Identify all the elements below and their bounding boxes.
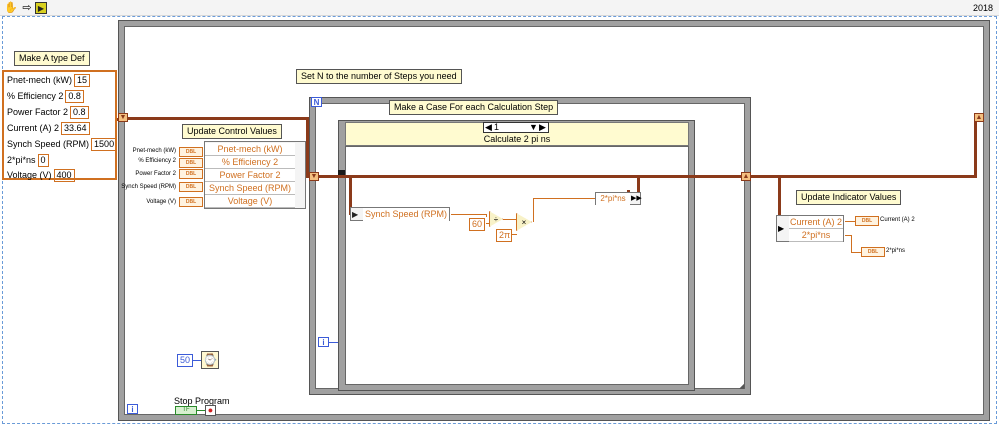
terminal-label: Voltage (V) — [146, 199, 176, 205]
resize-handle-icon[interactable]: ◢ — [739, 383, 745, 390]
block-diagram-canvas — [2, 16, 997, 424]
wire[interactable] — [533, 198, 534, 222]
unbundle-by-name-indicators[interactable]: ▶ Current (A) 2 2*pi*ns — [776, 215, 844, 242]
shift-register-right[interactable]: ▲ — [974, 113, 984, 122]
bundle-row: Voltage (V) — [205, 195, 295, 208]
dbl-control-terminal[interactable]: DBL — [179, 182, 203, 192]
indicator-label: 2*pi*ns — [886, 248, 906, 254]
arrow-icon[interactable]: ⇨ — [22, 2, 32, 14]
wire[interactable] — [319, 175, 349, 178]
wire[interactable] — [512, 234, 517, 235]
terminal-label: Pnet-mech (kW) — [132, 148, 176, 154]
wire[interactable] — [329, 342, 341, 343]
indicator-label: Current (A) 2 — [880, 217, 915, 223]
make-case-label: Make a Case For each Calculation Step — [389, 100, 559, 115]
wire[interactable] — [851, 252, 861, 253]
wire[interactable] — [503, 219, 517, 220]
dbl-control-terminal[interactable]: DBL — [179, 169, 203, 179]
wire[interactable] — [486, 223, 490, 224]
loop-count-terminal[interactable]: N — [311, 97, 322, 107]
wire[interactable] — [851, 235, 852, 252]
case-selector-terminal — [338, 170, 345, 178]
wire[interactable] — [751, 175, 976, 178]
unbundle-by-name[interactable]: ▶ Synch Speed (RPM) — [350, 207, 450, 221]
unbundle-row: 2*pi*ns — [789, 229, 843, 242]
case-header — [345, 122, 689, 146]
shift-register-tunnel[interactable]: ▼ — [309, 172, 319, 181]
unbundle-row: Current (A) 2 — [789, 216, 843, 229]
bundle-handle-icon: ▶▶ — [631, 195, 642, 202]
wire[interactable] — [845, 235, 851, 236]
toolbar: ✋ ⇨ ▶ 2018 — [0, 0, 999, 16]
wire[interactable] — [637, 175, 640, 199]
wire[interactable] — [193, 360, 201, 361]
iteration-terminal: i — [318, 337, 329, 347]
terminal-label: Synch Speed (RPM) — [121, 184, 176, 190]
bundle-by-name-inner[interactable]: 2*pi*ns ▶▶ — [595, 192, 642, 206]
shift-register-left[interactable]: ▼ — [118, 113, 128, 122]
wire[interactable] — [345, 175, 637, 178]
bundle-row: 2*pi*ns — [596, 193, 630, 206]
while-iteration-terminal: i — [127, 404, 138, 414]
dbl-control-terminal[interactable]: DBL — [179, 197, 203, 207]
wire[interactable] — [349, 175, 352, 215]
wire[interactable] — [845, 221, 855, 222]
hand-icon[interactable]: ✋ — [4, 2, 18, 14]
wait-ms-constant[interactable]: 50 — [177, 354, 193, 367]
wait-icon[interactable]: ⌚ — [201, 351, 219, 369]
bundle-row: % Efficiency 2 — [205, 156, 295, 169]
stop-condition-icon[interactable]: ● — [205, 405, 216, 416]
stop-program-label: Stop Program — [174, 396, 230, 406]
wire[interactable] — [117, 118, 118, 121]
case-decrement-icon[interactable]: ◀ — [485, 122, 492, 132]
wire[interactable] — [306, 117, 309, 178]
terminal-label: % Efficiency 2 — [138, 158, 176, 164]
wire[interactable] — [197, 410, 205, 411]
cluster-row: Voltage (V)400 — [7, 169, 75, 182]
dbl-control-terminal[interactable]: DBL — [179, 158, 203, 168]
case-name: Calculate 2 pi ns — [483, 134, 551, 144]
wire[interactable] — [486, 214, 487, 217]
constant-60[interactable]: 60 — [469, 218, 485, 231]
case-selector[interactable]: ◀ 1 ▼ ▶ — [483, 122, 549, 133]
dbl-indicator-terminal[interactable]: DBL — [861, 247, 885, 257]
dbl-indicator-terminal[interactable]: DBL — [855, 216, 879, 226]
wire[interactable] — [451, 214, 486, 215]
cluster-row: Pnet-mech (kW)15 — [7, 73, 91, 89]
version-label: 2018 — [972, 3, 993, 13]
wire[interactable] — [778, 175, 781, 220]
type-def-label: Make A type Def — [14, 51, 90, 66]
bundle-row: Power Factor 2 — [205, 169, 295, 182]
update-control-label: Update Control Values — [182, 124, 282, 139]
wire[interactable] — [533, 198, 595, 199]
cluster-row: Synch Speed (RPM)1500 — [7, 137, 118, 153]
dbl-control-terminal[interactable]: DBL — [179, 147, 203, 157]
run-icon[interactable]: ▶ — [35, 2, 47, 14]
shift-register-tunnel[interactable]: ▲ — [741, 172, 751, 181]
bundle-row: Pnet-mech (kW) — [205, 143, 295, 156]
bundle-row: Synch Speed (RPM) — [205, 182, 295, 195]
wire[interactable] — [974, 117, 977, 178]
update-indicator-label: Update Indicator Values — [796, 190, 902, 205]
stop-boolean-terminal[interactable]: TF — [175, 406, 197, 415]
wire[interactable] — [637, 175, 745, 178]
constant-2pi[interactable]: 2π — [496, 229, 512, 242]
set-n-label: Set N to the number of Steps you need — [296, 69, 462, 84]
wire[interactable] — [128, 117, 309, 120]
case-selector-value: 1 — [494, 122, 500, 132]
bundle-by-name[interactable]: Pnet-mech (kW) % Efficiency 2 Power Fact… — [204, 141, 306, 209]
terminal-label: Power Factor 2 — [135, 171, 176, 177]
unbundle-row: Synch Speed (RPM) — [363, 208, 449, 221]
unbundle-handle-icon: ▶ — [352, 210, 359, 219]
case-body — [345, 146, 689, 385]
unbundle-handle-icon: ▶ — [778, 224, 785, 233]
case-increment-icon[interactable]: ▶ — [539, 122, 546, 132]
case-dropdown-icon[interactable]: ▼ — [529, 122, 538, 132]
